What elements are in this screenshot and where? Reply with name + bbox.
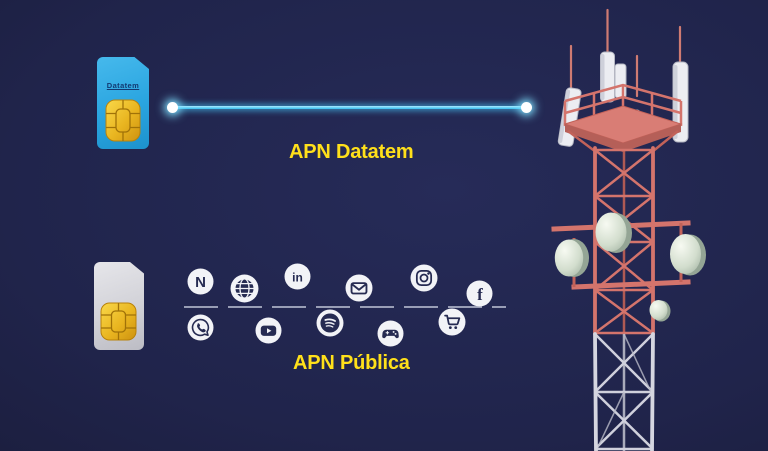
linkedin-icon: in — [284, 263, 311, 290]
apn-publica-label: APN Pública — [293, 352, 410, 374]
youtube-icon — [255, 317, 282, 344]
instagram-icon — [410, 264, 438, 292]
whatsapp-icon — [187, 314, 214, 341]
netflix-icon: N — [187, 268, 214, 295]
sim-brand-label: Datatem — [106, 81, 140, 90]
tower-mast-white — [593, 332, 655, 451]
microwave-dishes — [554, 212, 706, 322]
cell-tower-illustration — [551, 8, 706, 451]
connection-endpoint-right — [521, 102, 532, 113]
shopping-cart-icon — [438, 308, 466, 336]
sim-chip-icon — [100, 302, 137, 341]
apps-divider-line — [184, 306, 506, 308]
facebook-icon: f — [466, 280, 493, 307]
sim-card-datatem: Datatem — [97, 57, 149, 149]
svg-text:f: f — [477, 285, 483, 304]
svg-text:in: in — [292, 271, 303, 285]
connection-endpoint-left — [167, 102, 178, 113]
connection-line — [172, 106, 527, 109]
email-icon — [345, 274, 373, 302]
spotify-icon — [316, 309, 344, 337]
gamepad-icon — [377, 320, 404, 347]
sim-card-publica — [94, 262, 144, 350]
svg-text:N: N — [195, 274, 206, 291]
sim-chip-icon — [105, 99, 141, 142]
web-globe-icon — [230, 274, 259, 303]
apn-datatem-label: APN Datatem — [289, 141, 414, 163]
